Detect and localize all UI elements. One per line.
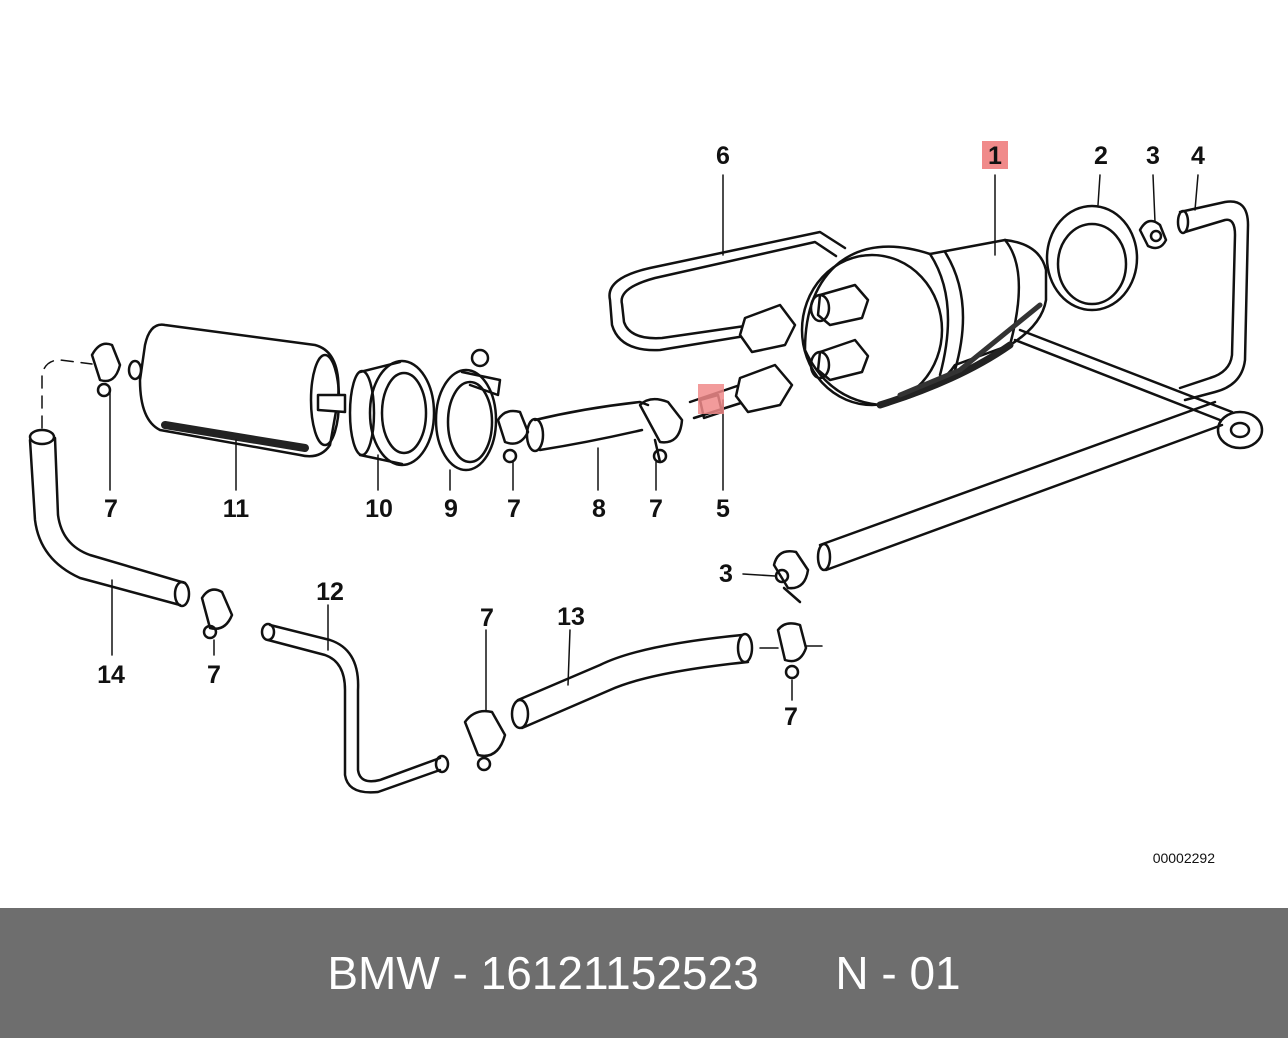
callout-9: 9: [444, 495, 458, 523]
part-7-clamp-f: [759, 622, 823, 680]
part-11-fuel-filter: [127, 323, 347, 458]
part-7-clamp-d: [200, 588, 234, 640]
callout-7-e: 7: [480, 604, 494, 632]
part-12-fuel-pipe: [260, 622, 450, 794]
footer-bar: BMW - 16121152523 N - 01: [0, 908, 1288, 1038]
part-14-bent-hose: [28, 359, 191, 608]
callout-12: 12: [316, 578, 344, 606]
callout-7-a: 7: [104, 495, 118, 523]
callout-1: 1: [988, 142, 1002, 170]
long-hose: [816, 400, 1224, 572]
part-7-clamp-c: [90, 342, 122, 398]
callout-5: 5: [716, 495, 730, 523]
callout-7-b: 7: [507, 495, 521, 523]
callout-2: 2: [1094, 142, 1108, 170]
leader-lines: [109, 174, 1199, 711]
part-7-clamp-e: [463, 709, 507, 772]
part-7-clamp-b: [496, 409, 530, 464]
brand-separator: -: [452, 947, 468, 999]
callout-8: 8: [592, 495, 606, 523]
position-label: N: [835, 947, 869, 999]
callout-7-f: 7: [784, 703, 798, 731]
callout-10: 10: [365, 495, 393, 523]
callout-4: 4: [1191, 142, 1205, 170]
drawing-code: 00002292: [1153, 850, 1216, 866]
part-7-clamp-a: [638, 397, 684, 464]
part-number: 16121152523: [480, 947, 759, 999]
position-number: 01: [909, 947, 961, 999]
callout-7-d: 7: [207, 661, 221, 689]
callout-13: 13: [557, 603, 585, 631]
part-2-rubber-ring: [1045, 204, 1139, 312]
callout-14: 14: [97, 661, 125, 689]
callout-3-bottom: 3: [719, 560, 733, 588]
part-3-clamp-bottom: [772, 550, 810, 604]
callout-11: 11: [223, 495, 250, 523]
footer-caption: BMW - 16121152523 N - 01: [0, 908, 1288, 1038]
position-separator: -: [881, 947, 897, 999]
part-4-return-hose: [1176, 200, 1250, 402]
part-3-clamp-top: [1138, 219, 1168, 250]
callout-7-c: 7: [649, 495, 663, 523]
part-6-fuel-line-loop: [608, 230, 847, 352]
brand-label: BMW: [327, 947, 440, 999]
callout-6: 6: [716, 142, 730, 170]
part-9-hose-clamp: [434, 348, 502, 472]
part-13-fuel-hose: [510, 632, 754, 730]
callout-1-highlight: [982, 141, 1008, 169]
part-8-fuel-hose: [525, 400, 650, 453]
parts-diagram: 6 1 2 3 4 7 11 10 9 7 8 7 5 3 12 7 13 14…: [28, 141, 1264, 866]
part-1-pressure-accumulator: [738, 238, 1048, 409]
part-10-rubber-sleeve: [348, 359, 436, 467]
callout-3-top: 3: [1146, 142, 1160, 170]
mounting-bracket: [1013, 328, 1264, 450]
part-5-highlight: [698, 384, 724, 414]
